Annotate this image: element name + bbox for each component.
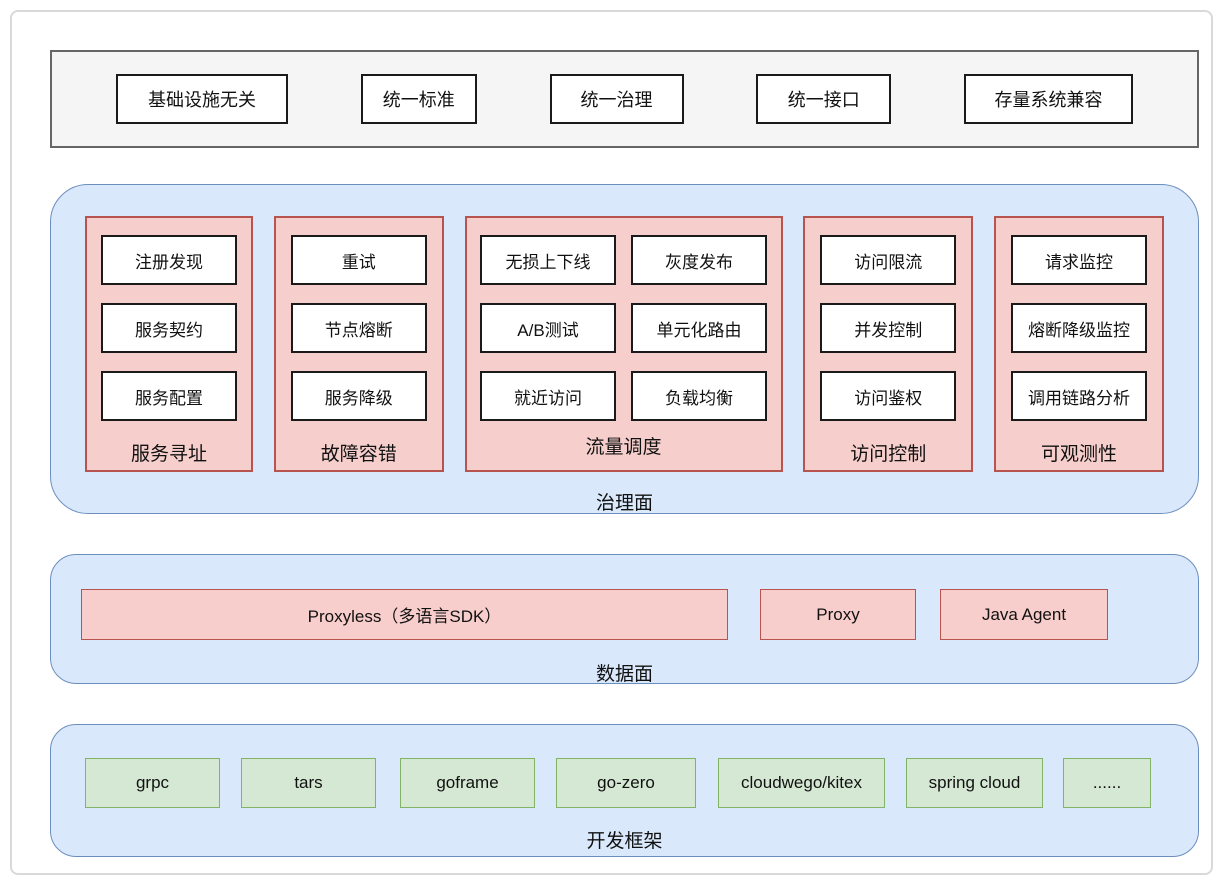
node-proxyless-sdk: Proxyless（多语言SDK）	[81, 589, 728, 640]
node-nearby-access: 就近访问	[480, 371, 616, 421]
data-plane-label: 数据面	[595, 664, 653, 685]
column-label-service-addressing: 服务寻址	[130, 444, 207, 465]
column-label-fault-tolerance: 故障容错	[320, 444, 397, 465]
node-grpc: grpc	[85, 758, 220, 808]
column-fault-tolerance: 重试 节点熔断 服务降级 故障容错	[273, 216, 444, 472]
traffic-items-grid: 无损上下线 灰度发布 A/B测试 单元化路由 就近访问 负载均衡	[480, 235, 767, 421]
column-label-traffic-scheduling: 流量调度	[585, 437, 662, 458]
capability-unified-standard: 统一标准	[360, 74, 477, 124]
column-traffic-scheduling: 无损上下线 灰度发布 A/B测试 单元化路由 就近访问 负载均衡 流量调度	[464, 216, 783, 472]
node-ab-test: A/B测试	[480, 303, 616, 353]
node-node-circuit-break: 节点熔断	[290, 303, 427, 353]
column-label-observability: 可观测性	[1040, 444, 1117, 465]
node-load-balancing: 负载均衡	[631, 371, 767, 421]
capability-legacy-compat: 存量系统兼容	[964, 74, 1133, 124]
node-service-contract: 服务契约	[101, 303, 237, 353]
node-service-config: 服务配置	[101, 371, 237, 421]
node-service-degrade: 服务降级	[290, 371, 427, 421]
governance-columns: 注册发现 服务契约 服务配置 服务寻址 重试 节点熔断 服务降级 故障容错 无损…	[51, 216, 1198, 472]
node-unitized-routing: 单元化路由	[631, 303, 767, 353]
column-observability: 请求监控 熔断降级监控 调用链路分析 可观测性	[994, 216, 1164, 472]
node-proxy: Proxy	[760, 589, 916, 640]
governance-plane-label: 治理面	[595, 493, 653, 514]
node-lossless-on-offline: 无损上下线	[480, 235, 616, 285]
node-request-monitor: 请求监控	[1011, 235, 1147, 285]
frameworks-plane: grpc tars goframe go-zero cloudwego/kite…	[50, 724, 1199, 857]
node-trace-analysis: 调用链路分析	[1011, 371, 1147, 421]
frameworks-plane-label: 开发框架	[586, 831, 663, 852]
node-cloudwego-kitex: cloudwego/kitex	[718, 758, 885, 808]
node-java-agent: Java Agent	[940, 589, 1108, 640]
node-gray-release: 灰度发布	[631, 235, 767, 285]
node-rate-limit: 访问限流	[820, 235, 957, 285]
node-retry: 重试	[290, 235, 427, 285]
node-spring-cloud: spring cloud	[906, 758, 1043, 808]
capability-unified-interface: 统一接口	[756, 74, 892, 124]
column-access-control: 访问限流 并发控制 访问鉴权 访问控制	[803, 216, 974, 472]
node-registry-discovery: 注册发现	[101, 235, 237, 285]
data-plane: Proxyless（多语言SDK） Proxy Java Agent 数据面	[50, 554, 1199, 685]
node-concurrency-control: 并发控制	[820, 303, 957, 353]
column-service-addressing: 注册发现 服务契约 服务配置 服务寻址	[85, 216, 253, 472]
capability-infra-agnostic: 基础设施无关	[116, 74, 288, 124]
node-goframe: goframe	[400, 758, 535, 808]
capability-bar: 基础设施无关 统一标准 统一治理 统一接口 存量系统兼容	[50, 50, 1199, 148]
node-access-auth: 访问鉴权	[820, 371, 957, 421]
capability-unified-governance: 统一治理	[549, 74, 684, 124]
diagram-outer-frame: 基础设施无关 统一标准 统一治理 统一接口 存量系统兼容 注册发现 服务契约 服…	[10, 10, 1213, 875]
column-label-access-control: 访问控制	[850, 444, 927, 465]
node-tars: tars	[241, 758, 376, 808]
node-go-zero: go-zero	[556, 758, 696, 808]
node-circuitbreak-monitor: 熔断降级监控	[1011, 303, 1147, 353]
node-more-frameworks: ......	[1063, 758, 1151, 808]
governance-plane: 注册发现 服务契约 服务配置 服务寻址 重试 节点熔断 服务降级 故障容错 无损…	[50, 184, 1199, 514]
